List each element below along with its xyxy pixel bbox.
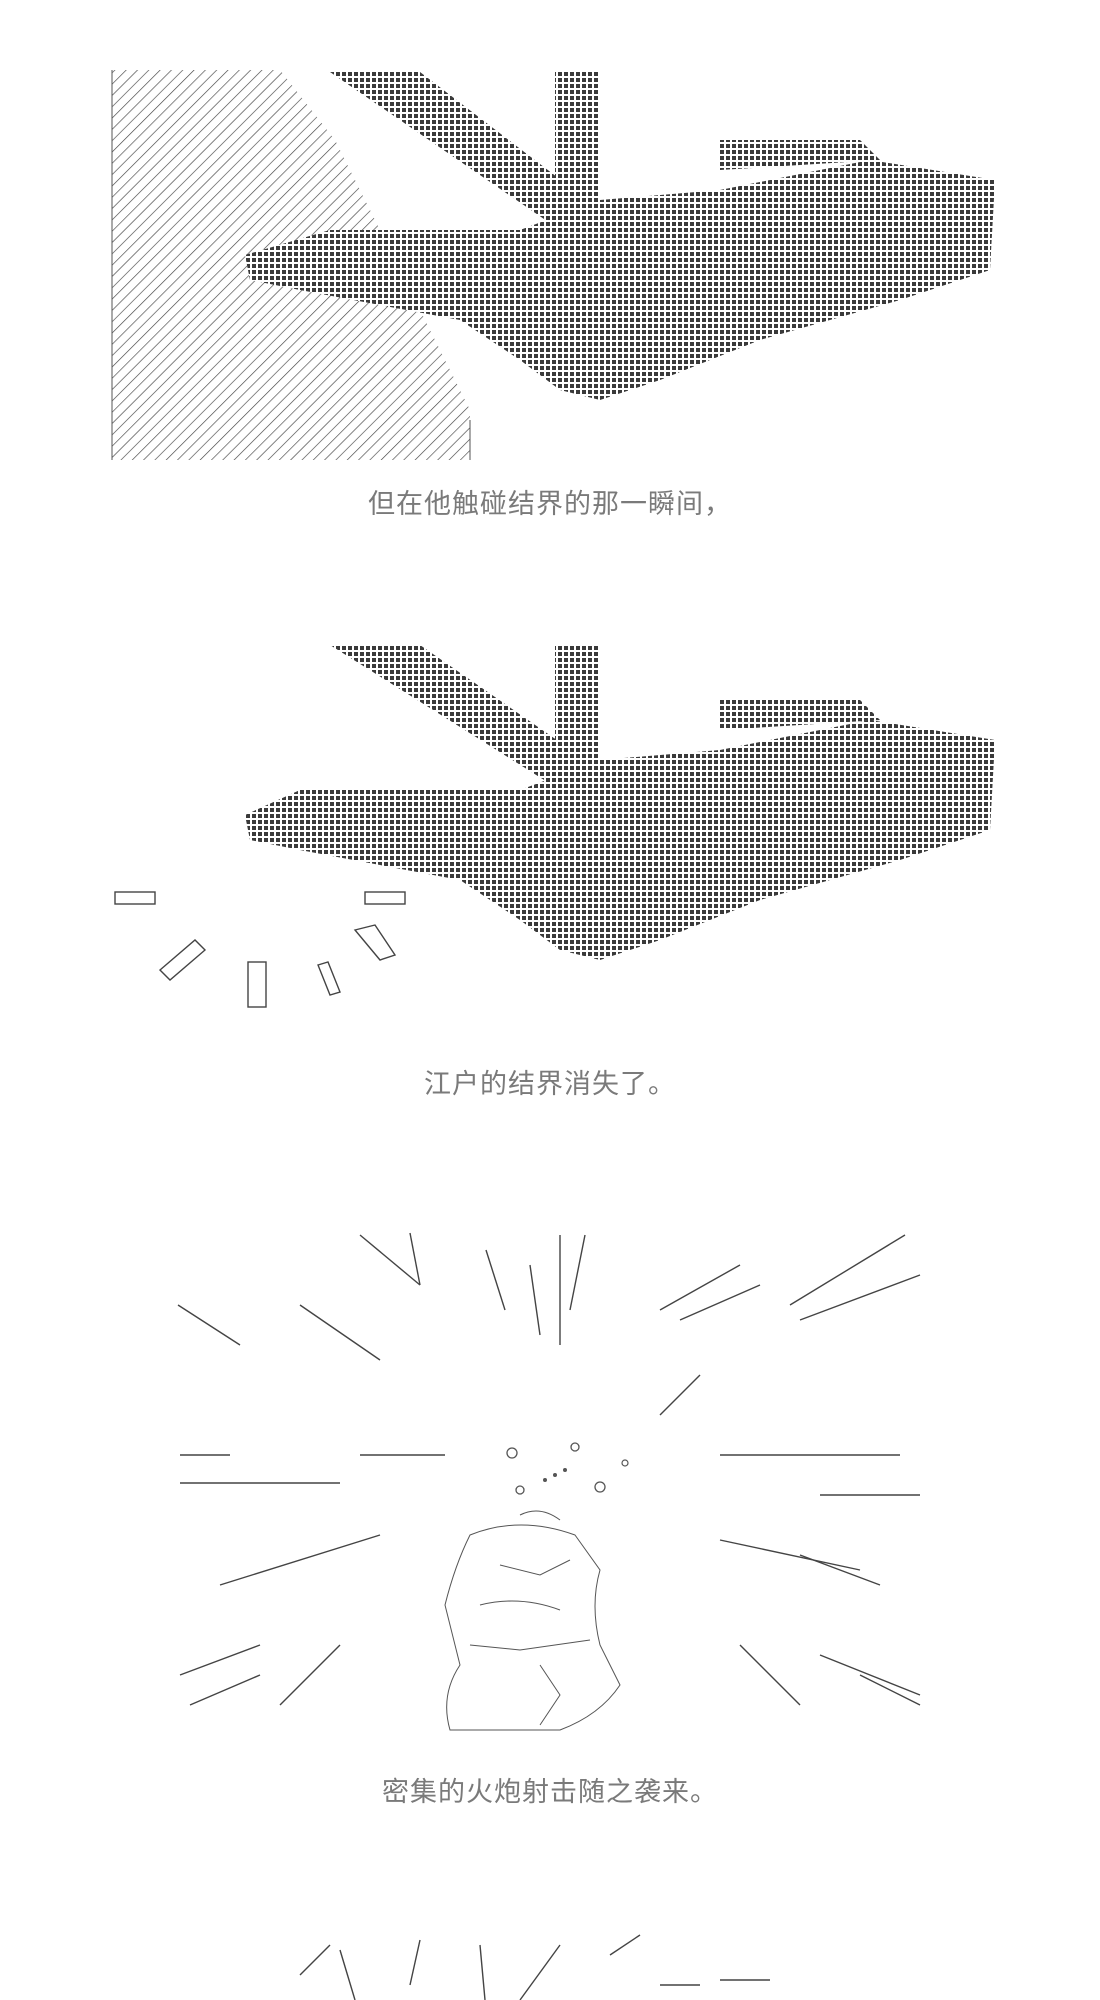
creature-arm-neck-2 bbox=[555, 645, 600, 770]
creature-arm-neck bbox=[555, 70, 600, 210]
panel-2-caption: 江户的结界消失了。 bbox=[424, 1069, 676, 1100]
creature-arm-upper-2 bbox=[330, 645, 600, 790]
creature-arm-upper bbox=[330, 72, 600, 230]
partial-speed-lines bbox=[299, 1934, 770, 2000]
creature-head-2 bbox=[720, 700, 880, 730]
panel-1-caption: 但在他触碰结界的那一瞬间， bbox=[368, 489, 732, 520]
creature-body bbox=[245, 160, 995, 400]
speed-lines bbox=[177, 1232, 921, 1706]
barrier-fragments bbox=[114, 891, 406, 1008]
partial-lines bbox=[299, 1934, 770, 2000]
creature-body-2 bbox=[245, 720, 995, 960]
panel-4-art bbox=[0, 1925, 1100, 2000]
burst-particles bbox=[506, 1442, 629, 1495]
barrier-vanish-illustration bbox=[114, 645, 995, 1008]
creature-head bbox=[720, 140, 880, 170]
panel-3-art bbox=[0, 1225, 1100, 1760]
cannon-fire-illustration bbox=[177, 1232, 921, 1731]
panel-1-art bbox=[0, 60, 1100, 470]
panel-3-caption: 密集的火炮射击随之袭来。 bbox=[382, 1777, 718, 1808]
panel-2-art bbox=[0, 640, 1100, 1020]
central-figure bbox=[444, 1510, 621, 1731]
barrier-touch-illustration bbox=[111, 70, 995, 460]
